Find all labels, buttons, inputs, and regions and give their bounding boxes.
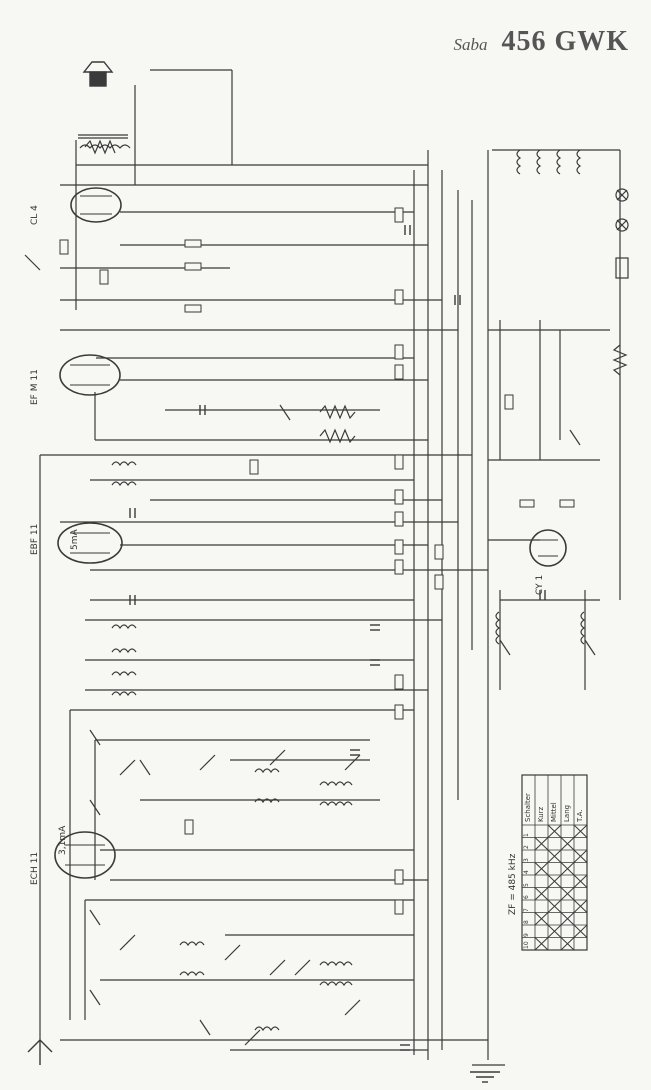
rectifier-label: CY 1 xyxy=(535,574,545,595)
tube-label-cl4: CL 4 xyxy=(30,205,40,225)
tube-ebf11 xyxy=(57,522,123,564)
if-frequency-label: ZF = 485 kHz xyxy=(508,853,518,915)
tube-efm11 xyxy=(59,354,121,396)
coils xyxy=(111,149,586,1032)
switch-table-header: Schalter xyxy=(524,793,532,822)
brand-name: Saba xyxy=(453,35,488,54)
switch-table-row-label: Kurz xyxy=(537,806,545,822)
rectifier-cy1 xyxy=(529,529,567,567)
switches xyxy=(24,254,596,1036)
tube-label-ech11: ECH 11 xyxy=(30,851,40,885)
switch-table-number: 6 xyxy=(523,895,530,899)
switch-table-number: 9 xyxy=(523,932,530,937)
antenna-icon xyxy=(27,1039,53,1065)
switch-table-number: 8 xyxy=(523,920,530,924)
output-transformer xyxy=(78,134,131,149)
trimmers xyxy=(119,749,361,1046)
tube-current-ebf11: 5mA xyxy=(70,529,80,550)
tube-label-efm11: EF M 11 xyxy=(30,369,40,405)
capacitors xyxy=(129,225,546,1051)
switch-table-number: 1 xyxy=(523,832,530,837)
tube-label-ebf11: EBF 11 xyxy=(30,523,40,555)
switch-table-row-label: Mittel xyxy=(550,802,558,822)
speaker-icon xyxy=(82,61,114,87)
tubes xyxy=(54,187,567,879)
tube-cl4 xyxy=(70,187,122,223)
switch-table-number: 4 xyxy=(523,870,530,874)
switch-table-number: 5 xyxy=(523,882,530,887)
switch-table-number: 2 xyxy=(523,845,530,849)
switch-table-number: 7 xyxy=(523,907,530,912)
ground-icon xyxy=(470,1071,500,1083)
zigzag-resistors xyxy=(84,139,628,444)
switch-table-number: 3 xyxy=(523,857,530,862)
tube-current-ech11: 3,1mA xyxy=(58,825,68,855)
model-number: 456 GWK xyxy=(501,26,629,57)
wiring xyxy=(39,69,621,1066)
switch-table xyxy=(521,774,588,951)
switch-table-number: 10 xyxy=(523,941,530,949)
switch-table-row-label: Lang xyxy=(563,804,571,822)
title-block: Saba 456 GWK xyxy=(453,26,629,58)
pilot-lamps xyxy=(615,188,629,279)
switch-table-row-label: T.A. xyxy=(576,809,584,822)
tube-ech11 xyxy=(54,831,116,879)
resistors xyxy=(59,207,575,915)
tube-electrodes xyxy=(65,195,558,866)
